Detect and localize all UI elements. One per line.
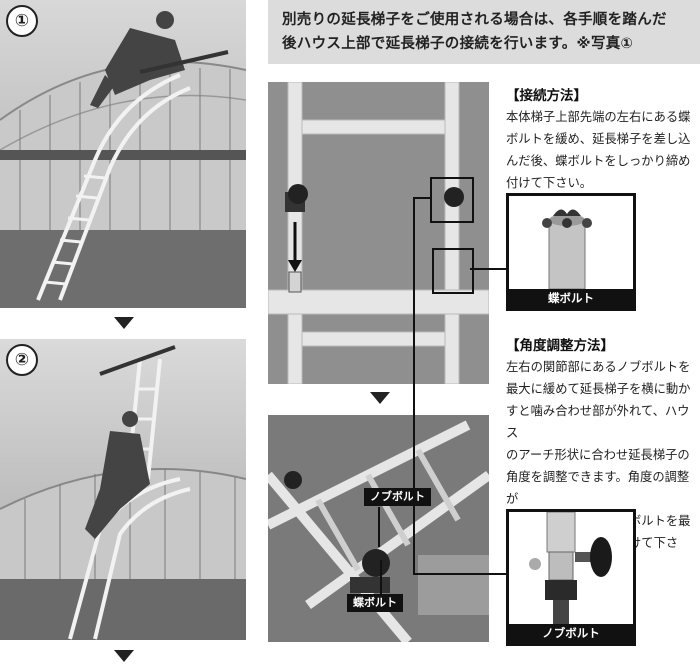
down-arrow-icon — [370, 392, 390, 404]
connection-line-4: 付けて下さい。 — [506, 176, 593, 190]
wing-bolt-closeup-icon — [509, 196, 633, 290]
banner-line-2: 後ハウス上部で延長梯子の接続を行います。※写真① — [282, 36, 634, 52]
angle-heading: 【角度調整方法】 — [506, 338, 614, 354]
connector-line — [413, 197, 415, 573]
knob-bolt-closeup-icon — [509, 512, 633, 624]
connector-line — [470, 268, 506, 270]
banner-line-1: 別売りの延長梯子をご使用される場合は、各手順を踏んだ — [282, 12, 667, 28]
intro-banner: 別売りの延長梯子をご使用される場合は、各手順を踏んだ 後ハウス上部で延長梯子の接… — [268, 0, 700, 64]
connection-heading: 【接続方法】 — [506, 88, 587, 104]
connection-line-2: ボルトを緩め、延長梯子を差し込 — [506, 132, 691, 146]
step1-photo: ① — [0, 0, 246, 308]
angle-line-2: 最大に緩めて延長梯子を横に動か — [506, 382, 691, 396]
knob-bolt-caption: ノブボルト — [509, 624, 633, 643]
connector-line — [413, 573, 506, 575]
step2-photo: ② — [0, 339, 246, 640]
knob-bolt-label: ノブボルト — [364, 488, 431, 506]
ladder-top-photo — [268, 82, 489, 384]
knob-bolt-pointer — [378, 507, 380, 547]
connection-line-3: んだ後、蝶ボルトをしっかり締め — [506, 154, 691, 168]
step2-number-badge: ② — [6, 344, 38, 376]
angle-line-5: 角度を調整できます。角度の調整が — [506, 470, 690, 506]
ladder-joint-illustration — [268, 82, 489, 384]
wing-bolt-pointer — [380, 560, 382, 594]
angle-line-4: のアーチ形状に合わせ延長梯子の — [506, 448, 690, 462]
wing-bolt-highlight-box — [430, 177, 474, 223]
angle-line-1: 左右の関節部にあるノブボルトを — [506, 360, 691, 374]
greenhouse-extension-ladder-illustration — [0, 339, 246, 640]
down-arrow-icon — [114, 317, 134, 329]
knob-bolt-callout: ノブボルト — [506, 509, 636, 646]
connection-instructions: 本体梯子上部先端の左右にある蝶 ボルトを緩め、延長梯子を差し込 んだ後、蝶ボルト… — [506, 106, 690, 194]
greenhouse-ladder-illustration — [0, 0, 246, 308]
angle-line-3: すと噛み合わせ部が外れて、ハウス — [506, 404, 690, 440]
down-arrow-icon — [114, 650, 134, 662]
joint-highlight-box — [432, 248, 474, 294]
wing-bolt-label: 蝶ボルト — [347, 594, 403, 612]
wing-bolt-callout: 蝶ボルト — [506, 193, 636, 311]
wing-bolt-caption: 蝶ボルト — [509, 289, 633, 308]
connector-line — [413, 197, 432, 199]
step1-number-badge: ① — [6, 5, 38, 37]
connection-line-1: 本体梯子上部先端の左右にある蝶 — [506, 110, 691, 124]
